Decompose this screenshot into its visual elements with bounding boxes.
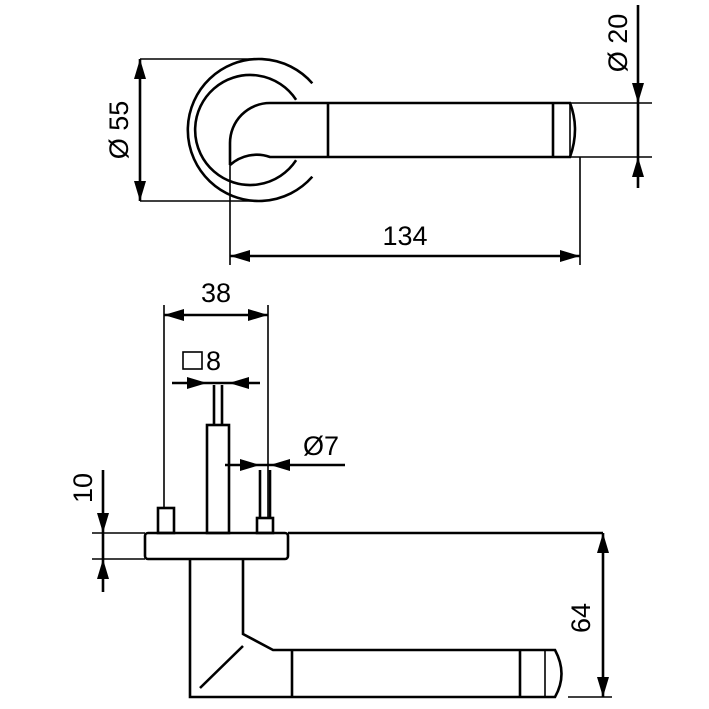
dia20-arrow-top — [632, 83, 644, 103]
h64-arrow-top — [597, 533, 609, 553]
t10-arrow-top — [97, 513, 109, 533]
lever-top-outline — [228, 101, 577, 166]
lever-side-bend-inner — [199, 645, 244, 689]
w38-arrow-left — [164, 309, 184, 321]
w38-arrow-right — [248, 309, 268, 321]
dia55-label: Ø 55 — [104, 101, 134, 160]
dia7-label: Ø7 — [303, 431, 339, 461]
dia55-arrow-bottom — [134, 181, 146, 201]
dia7-arrow-left — [240, 459, 260, 471]
dia7-arrow-right — [270, 459, 290, 471]
t10-arrow-bottom — [97, 559, 109, 579]
rose-outer-edge — [186, 57, 314, 203]
square8-arrow-left — [187, 377, 207, 389]
side-view: 38 8 Ø7 10 64 — [68, 278, 612, 699]
len134-arrow-right — [560, 250, 580, 262]
len134-label: 134 — [382, 221, 427, 251]
t10-label: 10 — [68, 473, 98, 503]
rose-inner-edge — [193, 73, 298, 187]
fixing-stud-right — [255, 516, 275, 535]
w38-label: 38 — [201, 278, 231, 308]
h64-label: 64 — [566, 603, 596, 633]
len134-arrow-left — [230, 250, 250, 262]
h64-arrow-bottom — [597, 677, 609, 697]
lever-side-outline — [188, 559, 563, 699]
square8-label: 8 — [206, 346, 221, 376]
square-symbol-icon — [182, 351, 203, 370]
spindle — [205, 423, 231, 535]
dia55-arrow-top — [134, 59, 146, 79]
dia20-arrow-bottom — [632, 157, 644, 177]
dia20-label: Ø 20 — [603, 14, 633, 73]
rose-plate — [143, 531, 290, 561]
top-view: Ø 55 Ø 20 134 — [104, 5, 652, 265]
square8-arrow-right — [229, 377, 249, 389]
fixing-stud-left — [156, 506, 176, 535]
